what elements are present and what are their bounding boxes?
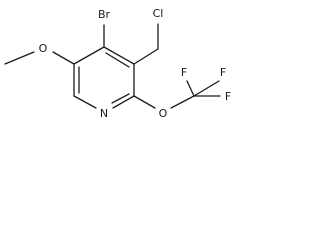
- atom-label-fluorine-right: F: [225, 90, 231, 103]
- bond-o-cf3: [170, 95, 195, 109]
- atom-label-ring-nitrogen: N: [100, 107, 108, 120]
- atom-label-bromine: Br: [98, 8, 111, 21]
- double-bond-c4-c3: [105, 52, 130, 68]
- bond-c2-o: [133, 95, 156, 109]
- atom-label-fluorine-top-right: F: [220, 66, 226, 79]
- bond-c4-c3: [103, 46, 135, 65]
- bond-c5-o: [52, 51, 75, 65]
- bond-cf3-f-top-left: [186, 80, 195, 97]
- structure-diagram: Br Cl O N O F F F: [0, 0, 254, 138]
- bond-c3-ch2: [133, 48, 159, 65]
- atom-label-chlorine: Cl: [153, 7, 164, 20]
- bond-c2-n1: [112, 95, 135, 109]
- bond-c5-c4: [73, 46, 105, 65]
- atom-label-methoxy-oxygen: O: [39, 42, 48, 55]
- bond-cf3-f-top-right: [193, 80, 220, 97]
- bond-o-ch3: [4, 51, 35, 65]
- double-bond-c2-n1: [111, 93, 130, 104]
- bond-n1-c6: [73, 95, 97, 109]
- atom-label-trifluoromethoxy-oxygen: O: [159, 107, 168, 120]
- molecule-drawing: Br Cl O N O F F F: [4, 7, 231, 120]
- atom-label-fluorine-top-left: F: [181, 66, 187, 79]
